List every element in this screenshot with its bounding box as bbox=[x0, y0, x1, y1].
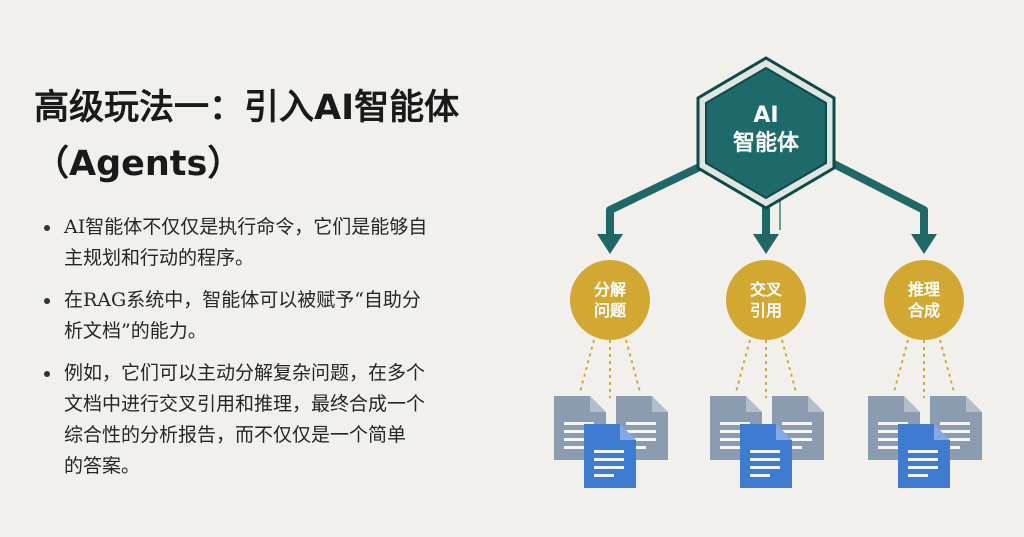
arrowhead-crossref bbox=[753, 234, 779, 254]
node-circle-crossref bbox=[726, 260, 806, 340]
arrow-heads bbox=[597, 234, 937, 254]
document-icon bbox=[584, 424, 636, 488]
bullet-text-line: 主规划和行动的程序。 bbox=[64, 247, 255, 269]
node-circle-reasoning bbox=[884, 260, 964, 340]
title-line-1: 高级玩法一：引入AI智能体 bbox=[34, 88, 460, 128]
bullet-text-line: 析文档”的能力。 bbox=[64, 320, 207, 342]
dotted-connectors bbox=[579, 339, 955, 398]
node-circles bbox=[570, 260, 964, 340]
bullet-item: 例如，它们可以主动分解复杂问题，在多个 文档中进行交叉引用和推理，最终合成一个 … bbox=[40, 358, 480, 482]
bullet-text-line: 文档中进行交叉引用和推理，最终合成一个 bbox=[64, 393, 426, 415]
bullet-item: AI智能体不仅仅是执行命令，它们是能够自 主规划和行动的程序。 bbox=[40, 212, 480, 274]
diagram-graphics bbox=[554, 56, 982, 488]
document-group-decompose bbox=[554, 396, 668, 488]
bullet-item: 在RAG系统中，智能体可以被赋予“自助分 析文档”的能力。 bbox=[40, 285, 480, 347]
slide-title: 高级玩法一：引入AI智能体 （Agents） bbox=[34, 80, 534, 192]
document-group-crossref bbox=[710, 396, 824, 488]
node-label-line: 交叉 bbox=[749, 280, 782, 299]
node-label-line: 分解 bbox=[593, 280, 626, 299]
arrowhead-decompose bbox=[597, 234, 623, 254]
bullet-text-line: 例如，它们可以主动分解复杂问题，在多个 bbox=[64, 362, 426, 384]
arrowhead-reasoning bbox=[911, 234, 937, 254]
node-label-decompose: 分解 问题 bbox=[575, 279, 645, 321]
arrow-to-reasoning bbox=[826, 158, 928, 242]
document-icon bbox=[740, 424, 792, 488]
bullet-text-line: 的答案。 bbox=[64, 455, 141, 477]
node-label-reasoning: 推理 合成 bbox=[889, 279, 959, 321]
ai-agent-label: AI 智能体 bbox=[706, 102, 826, 158]
title-line-2: （Agents） bbox=[34, 144, 243, 184]
bullet-text-line: 在RAG系统中，智能体可以被赋予“自助分 bbox=[64, 289, 421, 311]
node-label-line: 问题 bbox=[593, 301, 626, 320]
agent-diagram: AI 智能体 分解 问题 交叉 引用 推理 合成 bbox=[540, 40, 1024, 537]
node-label-line: 引用 bbox=[749, 301, 782, 320]
ai-agent-hexagon bbox=[705, 66, 827, 200]
bullet-list: AI智能体不仅仅是执行命令，它们是能够自 主规划和行动的程序。 在RAG系统中，… bbox=[40, 212, 480, 493]
arrow-to-decompose bbox=[606, 158, 714, 242]
hub-label-line-1: AI bbox=[753, 103, 779, 128]
node-label-line: 推理 bbox=[907, 280, 940, 299]
node-circle-decompose bbox=[570, 260, 650, 340]
node-label-line: 合成 bbox=[907, 301, 940, 320]
document-group-reasoning bbox=[868, 396, 982, 488]
bullet-text-line: 综合性的分析报告，而不仅仅是一个简单 bbox=[64, 424, 407, 446]
document-icon bbox=[898, 424, 950, 488]
bullet-text-line: AI智能体不仅仅是执行命令，它们是能够自 bbox=[64, 216, 428, 238]
hub-label-line-2: 智能体 bbox=[732, 131, 799, 156]
node-label-crossref: 交叉 引用 bbox=[731, 279, 801, 321]
